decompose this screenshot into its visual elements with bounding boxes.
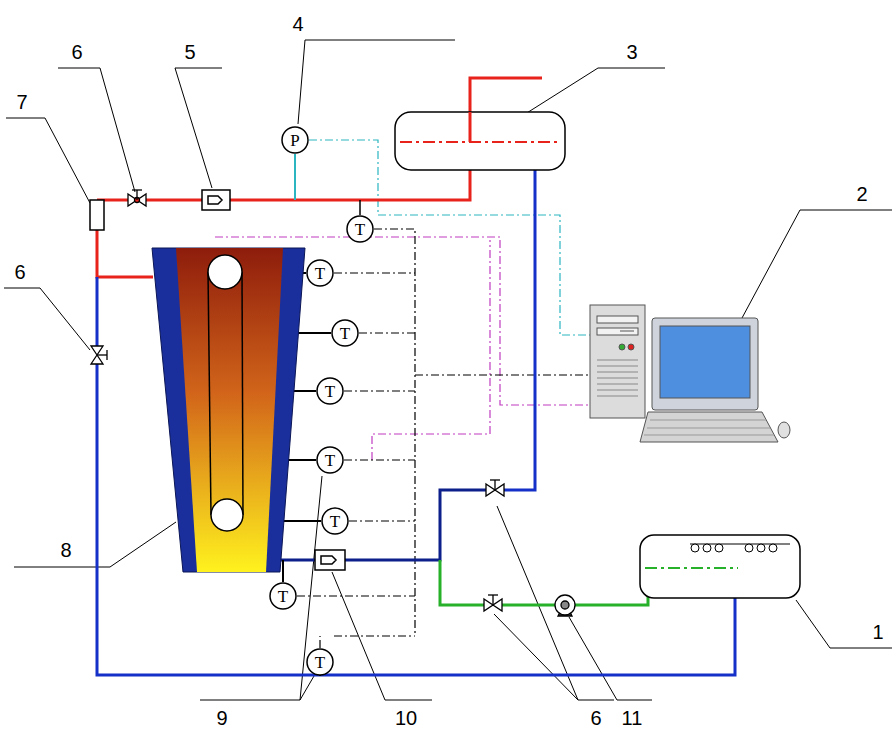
gauge-circle — [322, 508, 348, 534]
temperature-sensor: T — [331, 319, 359, 347]
temperature-sensor: T — [269, 582, 297, 610]
sensor-letter: T — [355, 221, 365, 238]
sensor-letter: P — [290, 132, 299, 149]
sensor-letter: T — [325, 452, 335, 469]
gauge-circle — [332, 320, 358, 346]
water-tank — [640, 535, 800, 598]
pump — [555, 595, 575, 616]
gauge-circle — [307, 260, 333, 286]
temperature-sensor: T — [316, 377, 344, 405]
sensor-letter: T — [340, 325, 350, 342]
sensor-letter: T — [330, 513, 340, 530]
leader-lines — [4, 40, 892, 700]
callout-number: 11 — [622, 708, 643, 728]
callout-number: 7 — [16, 92, 27, 112]
valves — [91, 190, 504, 611]
callout-number: 1 — [872, 622, 883, 642]
pressure-gauge: P — [281, 126, 309, 154]
temperature-sensor: T — [346, 215, 374, 243]
gauge-circle — [317, 447, 343, 473]
sensor-letter: T — [325, 383, 335, 400]
callout-number: 6 — [590, 708, 601, 728]
gauge-circle — [282, 127, 308, 153]
flow-meters — [202, 190, 345, 570]
callout-number: 10 — [395, 708, 417, 728]
sensor-letter: T — [278, 588, 288, 605]
sensor-letter: T — [315, 654, 325, 671]
filter-box — [90, 200, 104, 230]
sensor-letter: T — [315, 265, 325, 282]
gauge-circle — [317, 378, 343, 404]
callout-number: 8 — [60, 540, 71, 560]
callout-number: 9 — [216, 708, 227, 728]
pipes — [97, 78, 735, 675]
separator-drum — [395, 112, 565, 170]
computer — [590, 305, 790, 442]
temperature-sensor: T — [306, 259, 334, 287]
callout-number: 5 — [184, 42, 195, 62]
callout-number: 6 — [14, 262, 25, 282]
callout-number: 2 — [856, 184, 867, 204]
gauge-circle — [307, 649, 333, 675]
callout-number: 3 — [626, 42, 637, 62]
callout-number: 4 — [292, 14, 303, 34]
temperature-sensor: T — [316, 446, 344, 474]
heat-column — [152, 248, 305, 572]
gauge-circle — [347, 216, 373, 242]
gauge-circle — [270, 583, 296, 609]
temperature-sensor: T — [321, 507, 349, 535]
callout-number: 6 — [71, 42, 82, 62]
temperature-sensor: T — [306, 648, 334, 676]
